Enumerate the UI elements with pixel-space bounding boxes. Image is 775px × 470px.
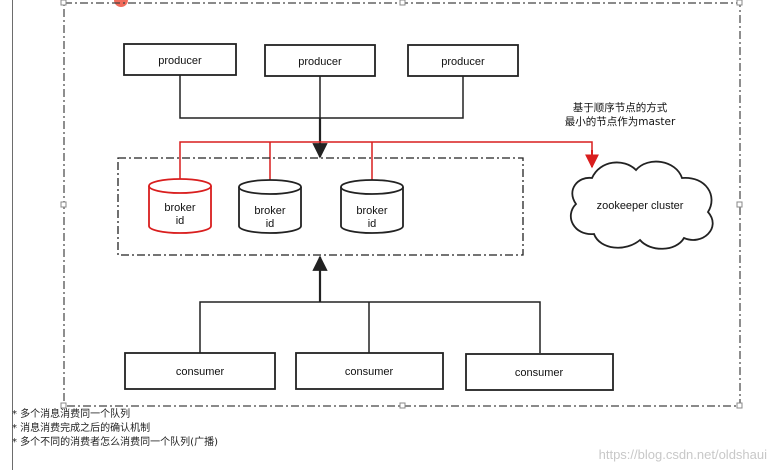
broker-group bbox=[117, 157, 524, 256]
consumer-label: consumer bbox=[176, 366, 225, 378]
watermark: https://blog.csdn.net/oldshaui bbox=[598, 447, 767, 462]
zookeeper-cluster-node[interactable]: zookeeper cluster bbox=[570, 160, 714, 250]
annotation-line-2: 最小的节点作为master bbox=[565, 115, 676, 128]
consumer-connector bbox=[199, 301, 541, 353]
annotation-line-1: 基于顺序节点的方式 bbox=[573, 101, 668, 114]
producer-label: producer bbox=[158, 55, 202, 67]
notes-list: * 多个消息消费同一个队列 * 消息消费完成之后的确认机制 * 多个不同的消费者… bbox=[12, 408, 218, 450]
producer-box[interactable]: producer bbox=[407, 44, 519, 77]
selection-handles[interactable] bbox=[60, 0, 743, 409]
broker-id-label: id bbox=[266, 218, 275, 230]
broker-label: broker bbox=[254, 205, 286, 217]
producer-box[interactable]: producer bbox=[123, 43, 237, 76]
producer-label: producer bbox=[441, 56, 485, 68]
consumer-box[interactable]: consumer bbox=[295, 352, 444, 390]
broker-node[interactable]: broker id bbox=[340, 179, 404, 234]
producer-label: producer bbox=[298, 56, 342, 68]
producer-connector bbox=[179, 75, 464, 119]
note-item: * 消息消费完成之后的确认机制 bbox=[12, 423, 151, 434]
broker-id-label: id bbox=[176, 215, 185, 227]
broker-zookeeper-connector bbox=[179, 141, 593, 180]
broker-id-label: id bbox=[368, 218, 377, 230]
broker-label: broker bbox=[164, 202, 196, 214]
producer-box[interactable]: producer bbox=[264, 44, 376, 77]
broker-node[interactable]: broker id bbox=[238, 179, 302, 234]
zookeeper-label: zookeeper cluster bbox=[597, 200, 684, 212]
consumer-label: consumer bbox=[345, 366, 394, 378]
consumer-box[interactable]: consumer bbox=[465, 353, 614, 391]
record-indicator-icon bbox=[114, 0, 128, 7]
consumer-box[interactable]: consumer bbox=[124, 352, 276, 390]
broker-node-highlighted[interactable]: broker id bbox=[148, 178, 212, 234]
note-item: * 多个不同的消费者怎么消费同一个队列(广播) bbox=[12, 437, 218, 448]
left-ruler-line bbox=[12, 0, 13, 470]
note-item: * 多个消息消费同一个队列 bbox=[12, 409, 131, 420]
consumer-label: consumer bbox=[515, 367, 564, 379]
broker-label: broker bbox=[356, 205, 388, 217]
